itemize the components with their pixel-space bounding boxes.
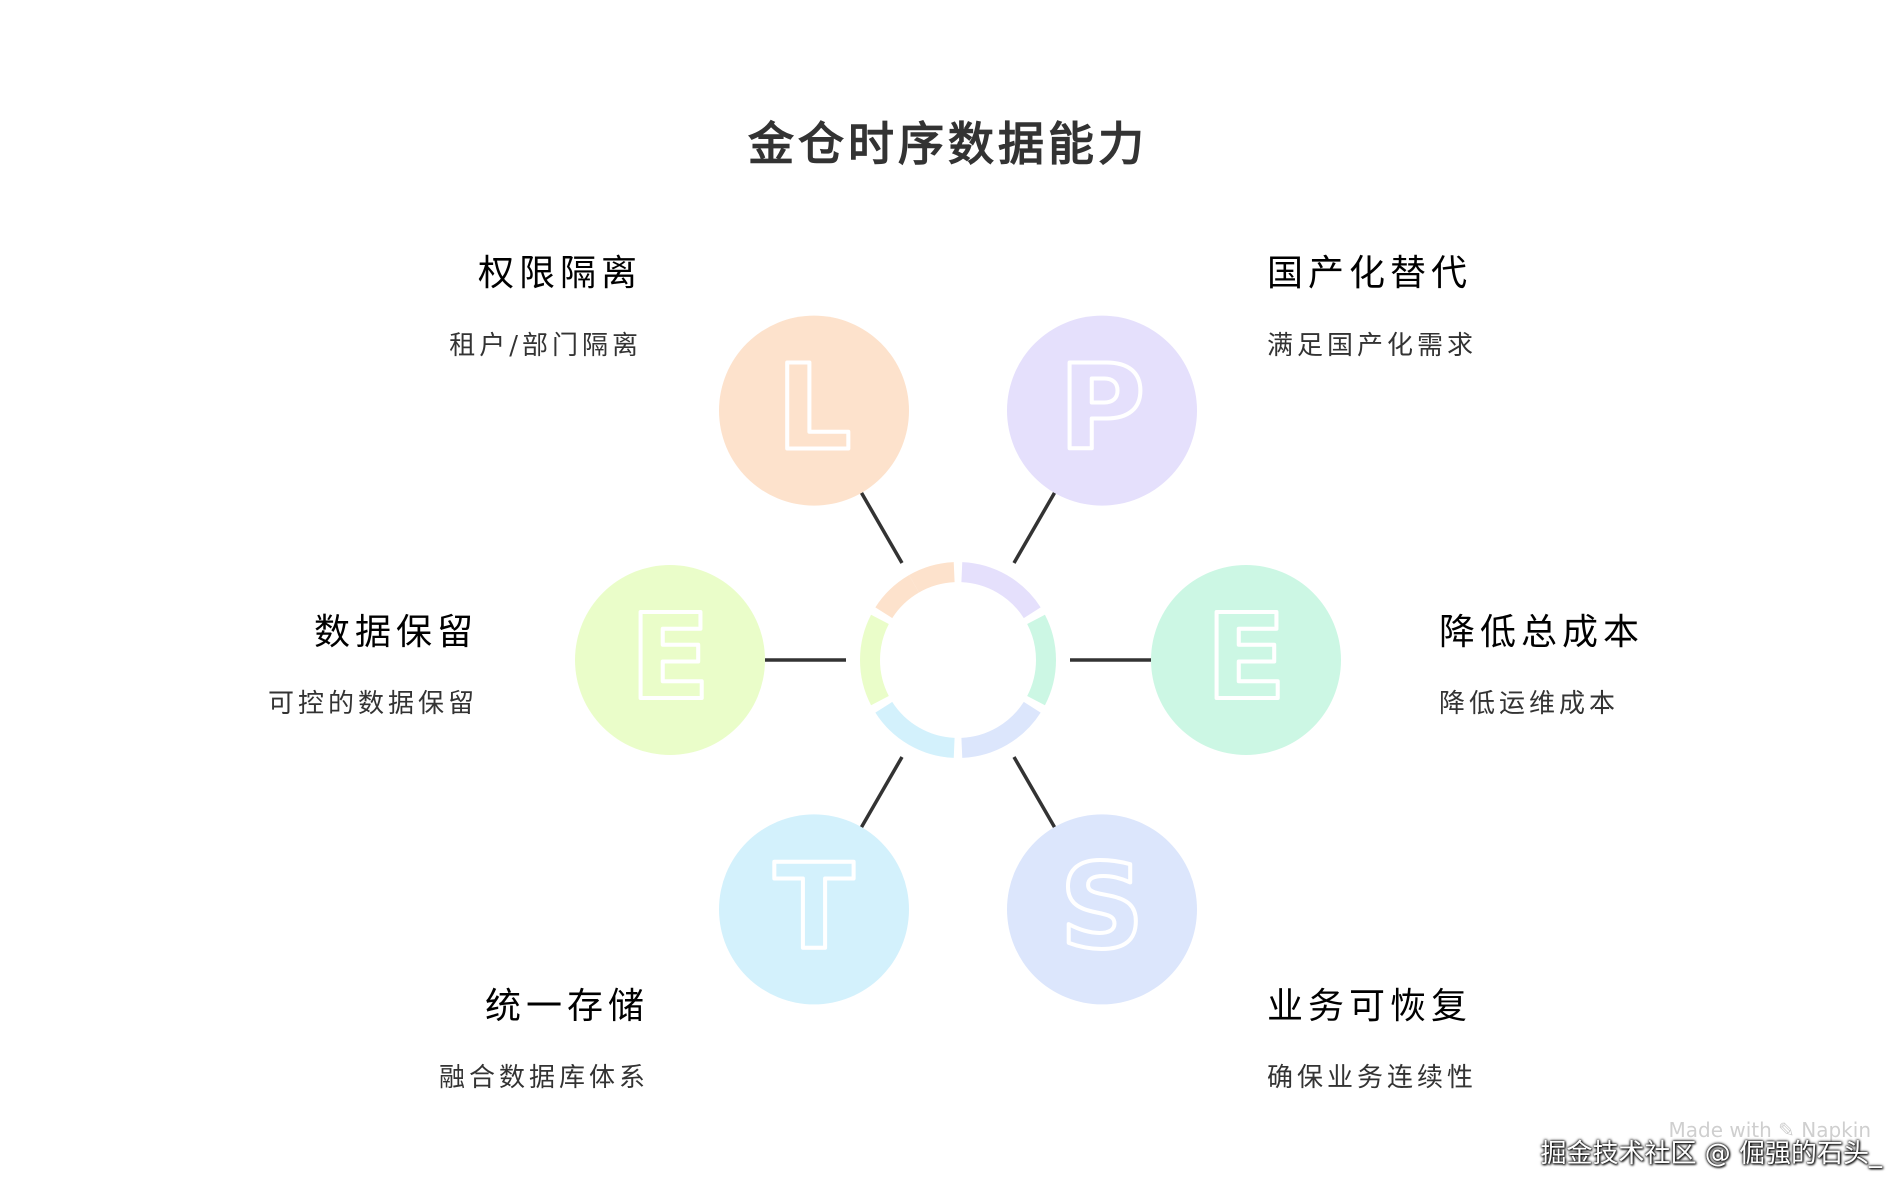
letter-mark: P bbox=[1059, 339, 1145, 477]
heading-access-isolation: 权限隔离 bbox=[477, 253, 642, 294]
center-ring-segment bbox=[909, 562, 955, 593]
desc-access-isolation: 租户/部门隔离 bbox=[449, 331, 642, 361]
center-ring-segment bbox=[1027, 614, 1056, 706]
heading-unified-storage: 统一存储 bbox=[484, 986, 649, 1027]
heading-data-retention: 数据保留 bbox=[313, 612, 478, 653]
desc-business-recovery: 确保业务连续性 bbox=[1267, 1063, 1478, 1093]
letter-circle bbox=[719, 814, 909, 1005]
center-ring-segment bbox=[875, 575, 920, 619]
desc-domestic-replacement: 满足国产化需求 bbox=[1267, 331, 1478, 361]
heading-business-recovery: 业务可恢复 bbox=[1267, 986, 1473, 1027]
letter-circle bbox=[1151, 565, 1341, 755]
letter-mark: L bbox=[776, 339, 851, 477]
center-ring-segment bbox=[961, 562, 1041, 619]
page-title: 金仓时序数据能力 bbox=[748, 117, 1148, 171]
letter-mark: S bbox=[1060, 837, 1145, 975]
letter-mark: T bbox=[774, 837, 855, 975]
center-ring-segment bbox=[961, 701, 1041, 758]
desc-data-retention: 可控的数据保留 bbox=[267, 689, 478, 719]
letter-mark: E bbox=[630, 588, 711, 726]
letter-circle bbox=[1007, 315, 1197, 506]
desc-reduce-cost: 降低运维成本 bbox=[1439, 689, 1620, 719]
heading-reduce-cost: 降低总成本 bbox=[1439, 612, 1645, 653]
center-ring-segment bbox=[860, 614, 889, 706]
letter-mark: E bbox=[1206, 588, 1287, 726]
letter-circle bbox=[1007, 814, 1197, 1005]
spoke-line bbox=[1012, 756, 1057, 829]
spoke-line bbox=[1012, 491, 1057, 564]
watermark: 掘金技术社区 @ 倔强的石头_ bbox=[1540, 1139, 1882, 1169]
spoke-line bbox=[859, 756, 904, 829]
letter-circle bbox=[575, 565, 765, 755]
spoke-line bbox=[859, 491, 904, 564]
letter-circle bbox=[719, 315, 909, 506]
heading-domestic-replacement: 国产化替代 bbox=[1267, 253, 1473, 294]
center-ring-segment bbox=[875, 701, 955, 758]
made-with-napkin-label: Made with ✎ Napkin bbox=[1668, 1118, 1872, 1142]
desc-unified-storage: 融合数据库体系 bbox=[438, 1063, 649, 1093]
